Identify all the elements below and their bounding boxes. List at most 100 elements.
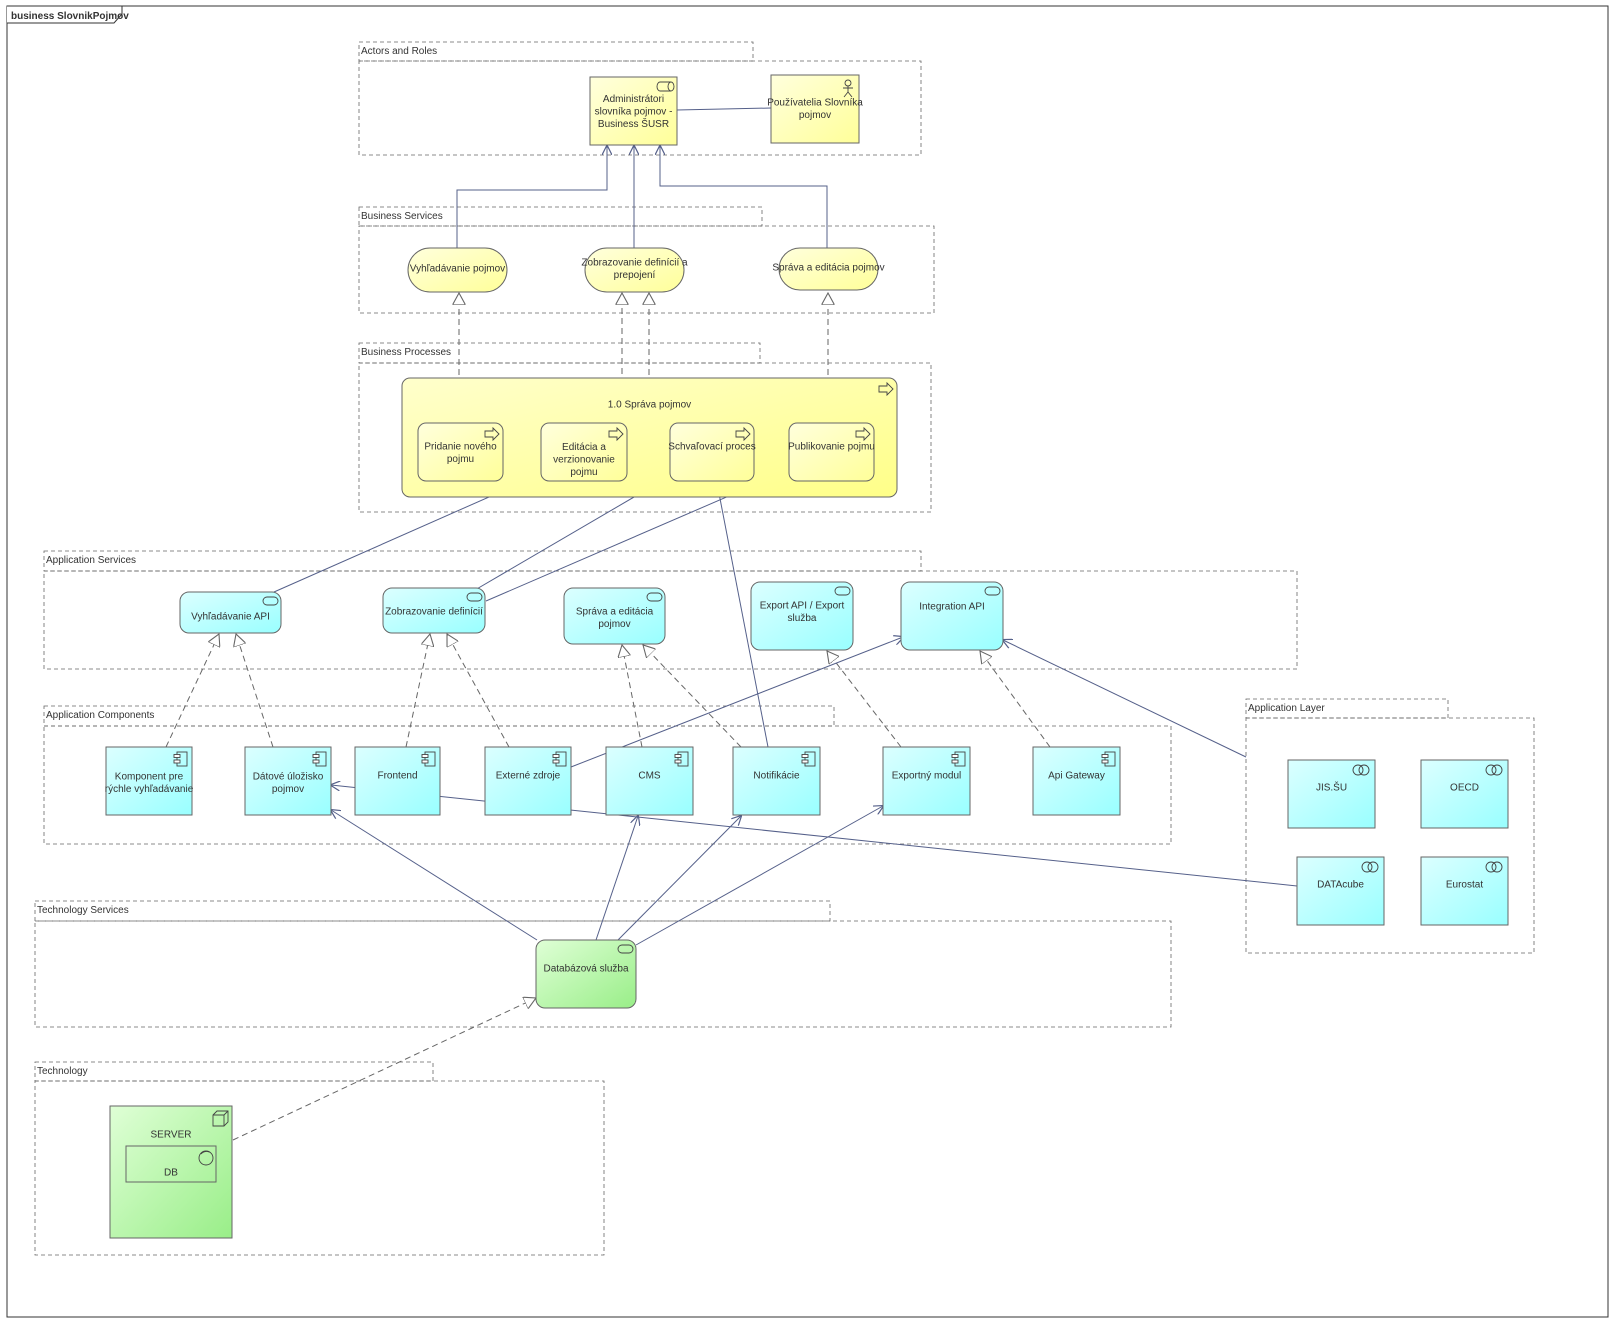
component-fast-search-shape [105,746,193,816]
group-application-services: Application Services [43,550,1298,670]
group-actors-and-roles: Actors and Roles [358,41,922,156]
business-actor-icon [843,79,853,98]
group-application-services-tab [43,550,922,572]
app-service-manage-label-1: Správa a editácia [576,606,654,617]
component-api-gateway[interactable]: Api Gateway [1032,746,1121,816]
group-application-components-label: Application Components [46,710,154,721]
diagram-frame [6,5,1609,1318]
serves-storage-from-db [331,810,538,941]
admin-role-label-1: Administrátori [603,94,664,105]
business-service-display-shape [584,247,685,293]
collab-jis[interactable]: JIS.ŠU [1287,759,1376,829]
users-actor-shape [770,74,860,144]
process-publish-shape [788,422,875,482]
app-service-display-defs-label: Zobrazovanie definícií [385,607,483,618]
serves-notifications-from-db [617,816,741,941]
users-actor-label-2: pojmov [799,110,831,121]
tech-node-server[interactable]: SERVER [109,1105,233,1239]
collaboration-icon [1485,861,1503,873]
realizes-search-api-a [165,634,219,748]
group-business-services-label: Business Services [361,211,443,222]
realizes-display-defs-a [405,634,430,748]
collab-oecd[interactable]: OECD [1420,759,1509,829]
component-cms[interactable]: CMS [605,746,694,816]
collab-datacube[interactable]: DATAcube [1296,856,1385,926]
tech-node-server-label: SERVER [151,1130,192,1141]
serves-admin-from-search [456,146,607,249]
process-approve[interactable]: Schvaľovací proces [668,422,756,482]
component-notifications[interactable]: Notifikácie [732,746,821,816]
process-main[interactable]: 1.0 Správa pojmov [401,377,898,498]
tech-service-icon [617,944,634,954]
app-service-export-api-label-1: Export API / Export [760,600,845,611]
serves-cms-from-db [595,816,638,941]
app-service-export-api-icon [834,586,851,596]
process-publish[interactable]: Publikovanie pojmu [788,422,875,482]
group-business-processes-body [358,362,932,513]
group-business-processes: Business Processes [358,342,932,513]
group-technology-tab [34,1061,434,1082]
app-service-display-defs[interactable]: Zobrazovanie definícií [382,587,486,634]
realizes-manage-b [643,645,742,748]
realizes-search-api-b [236,634,274,748]
relations-layer [165,107,1298,1141]
group-technology: Technology [34,1061,605,1256]
app-service-manage-icon [646,592,663,602]
business-service-search-shape [407,247,508,293]
process-approve-icon [735,426,751,442]
collab-oecd-label: OECD [1450,783,1479,794]
business-service-display-label-2: prepojení [614,270,656,281]
collab-eurostat-label: Eurostat [1446,880,1483,891]
component-export-module-shape [882,746,971,816]
tech-service-db[interactable]: Databázová služba [535,939,637,1009]
node-icon [212,1110,229,1127]
component-frontend-icon [421,751,436,767]
process-edit-icon [608,426,624,442]
process-add-label-1: Pridanie nového [424,441,497,452]
process-approve-label: Schvaľovací proces [668,442,755,453]
business-service-manage[interactable]: Správa a editácia pojmov [772,247,885,291]
component-cms-label: CMS [638,771,661,782]
app-service-search-api-shape [179,591,282,634]
component-external[interactable]: Externé zdroje [484,746,572,816]
component-export-module[interactable]: Exportný modul [882,746,971,816]
app-service-export-api-shape [750,581,854,651]
serves-integration-api-from-jis [1003,640,1247,758]
collab-datacube-label: DATAcube [1317,880,1364,891]
tech-node-server-shape [109,1105,233,1239]
component-frontend[interactable]: Frontend [354,746,441,816]
realizes-db-service [232,998,536,1141]
collab-eurostat[interactable]: Eurostat [1420,856,1509,926]
process-main-icon [878,381,894,397]
app-service-search-api[interactable]: Vyhľadávanie API [179,591,282,634]
group-technology-services: Technology Services [34,900,1172,1028]
collab-oecd-shape [1420,759,1509,829]
collab-datacube-shape [1296,856,1385,926]
group-business-services-tab [358,206,763,227]
business-service-search[interactable]: Vyhľadávanie pojmov [407,247,508,293]
group-application-layer-body [1245,717,1535,954]
process-add-icon [484,426,500,442]
component-api-gateway-icon [1101,751,1116,767]
process-main-shape [401,377,898,498]
app-service-integration-api[interactable]: Integration API [900,581,1004,651]
serves-export-module-from-db [635,806,883,946]
business-role-icon [656,81,675,92]
process-edit-label-1: Editácia a [562,442,606,453]
component-export-module-label: Exportný modul [892,771,961,782]
tech-service-db-label: Databázová služba [543,964,628,975]
group-technology-services-tab [34,900,831,922]
tech-service-db-shape [535,939,637,1009]
app-service-search-api-icon [262,596,279,606]
system-software-db[interactable]: DB [125,1145,217,1183]
